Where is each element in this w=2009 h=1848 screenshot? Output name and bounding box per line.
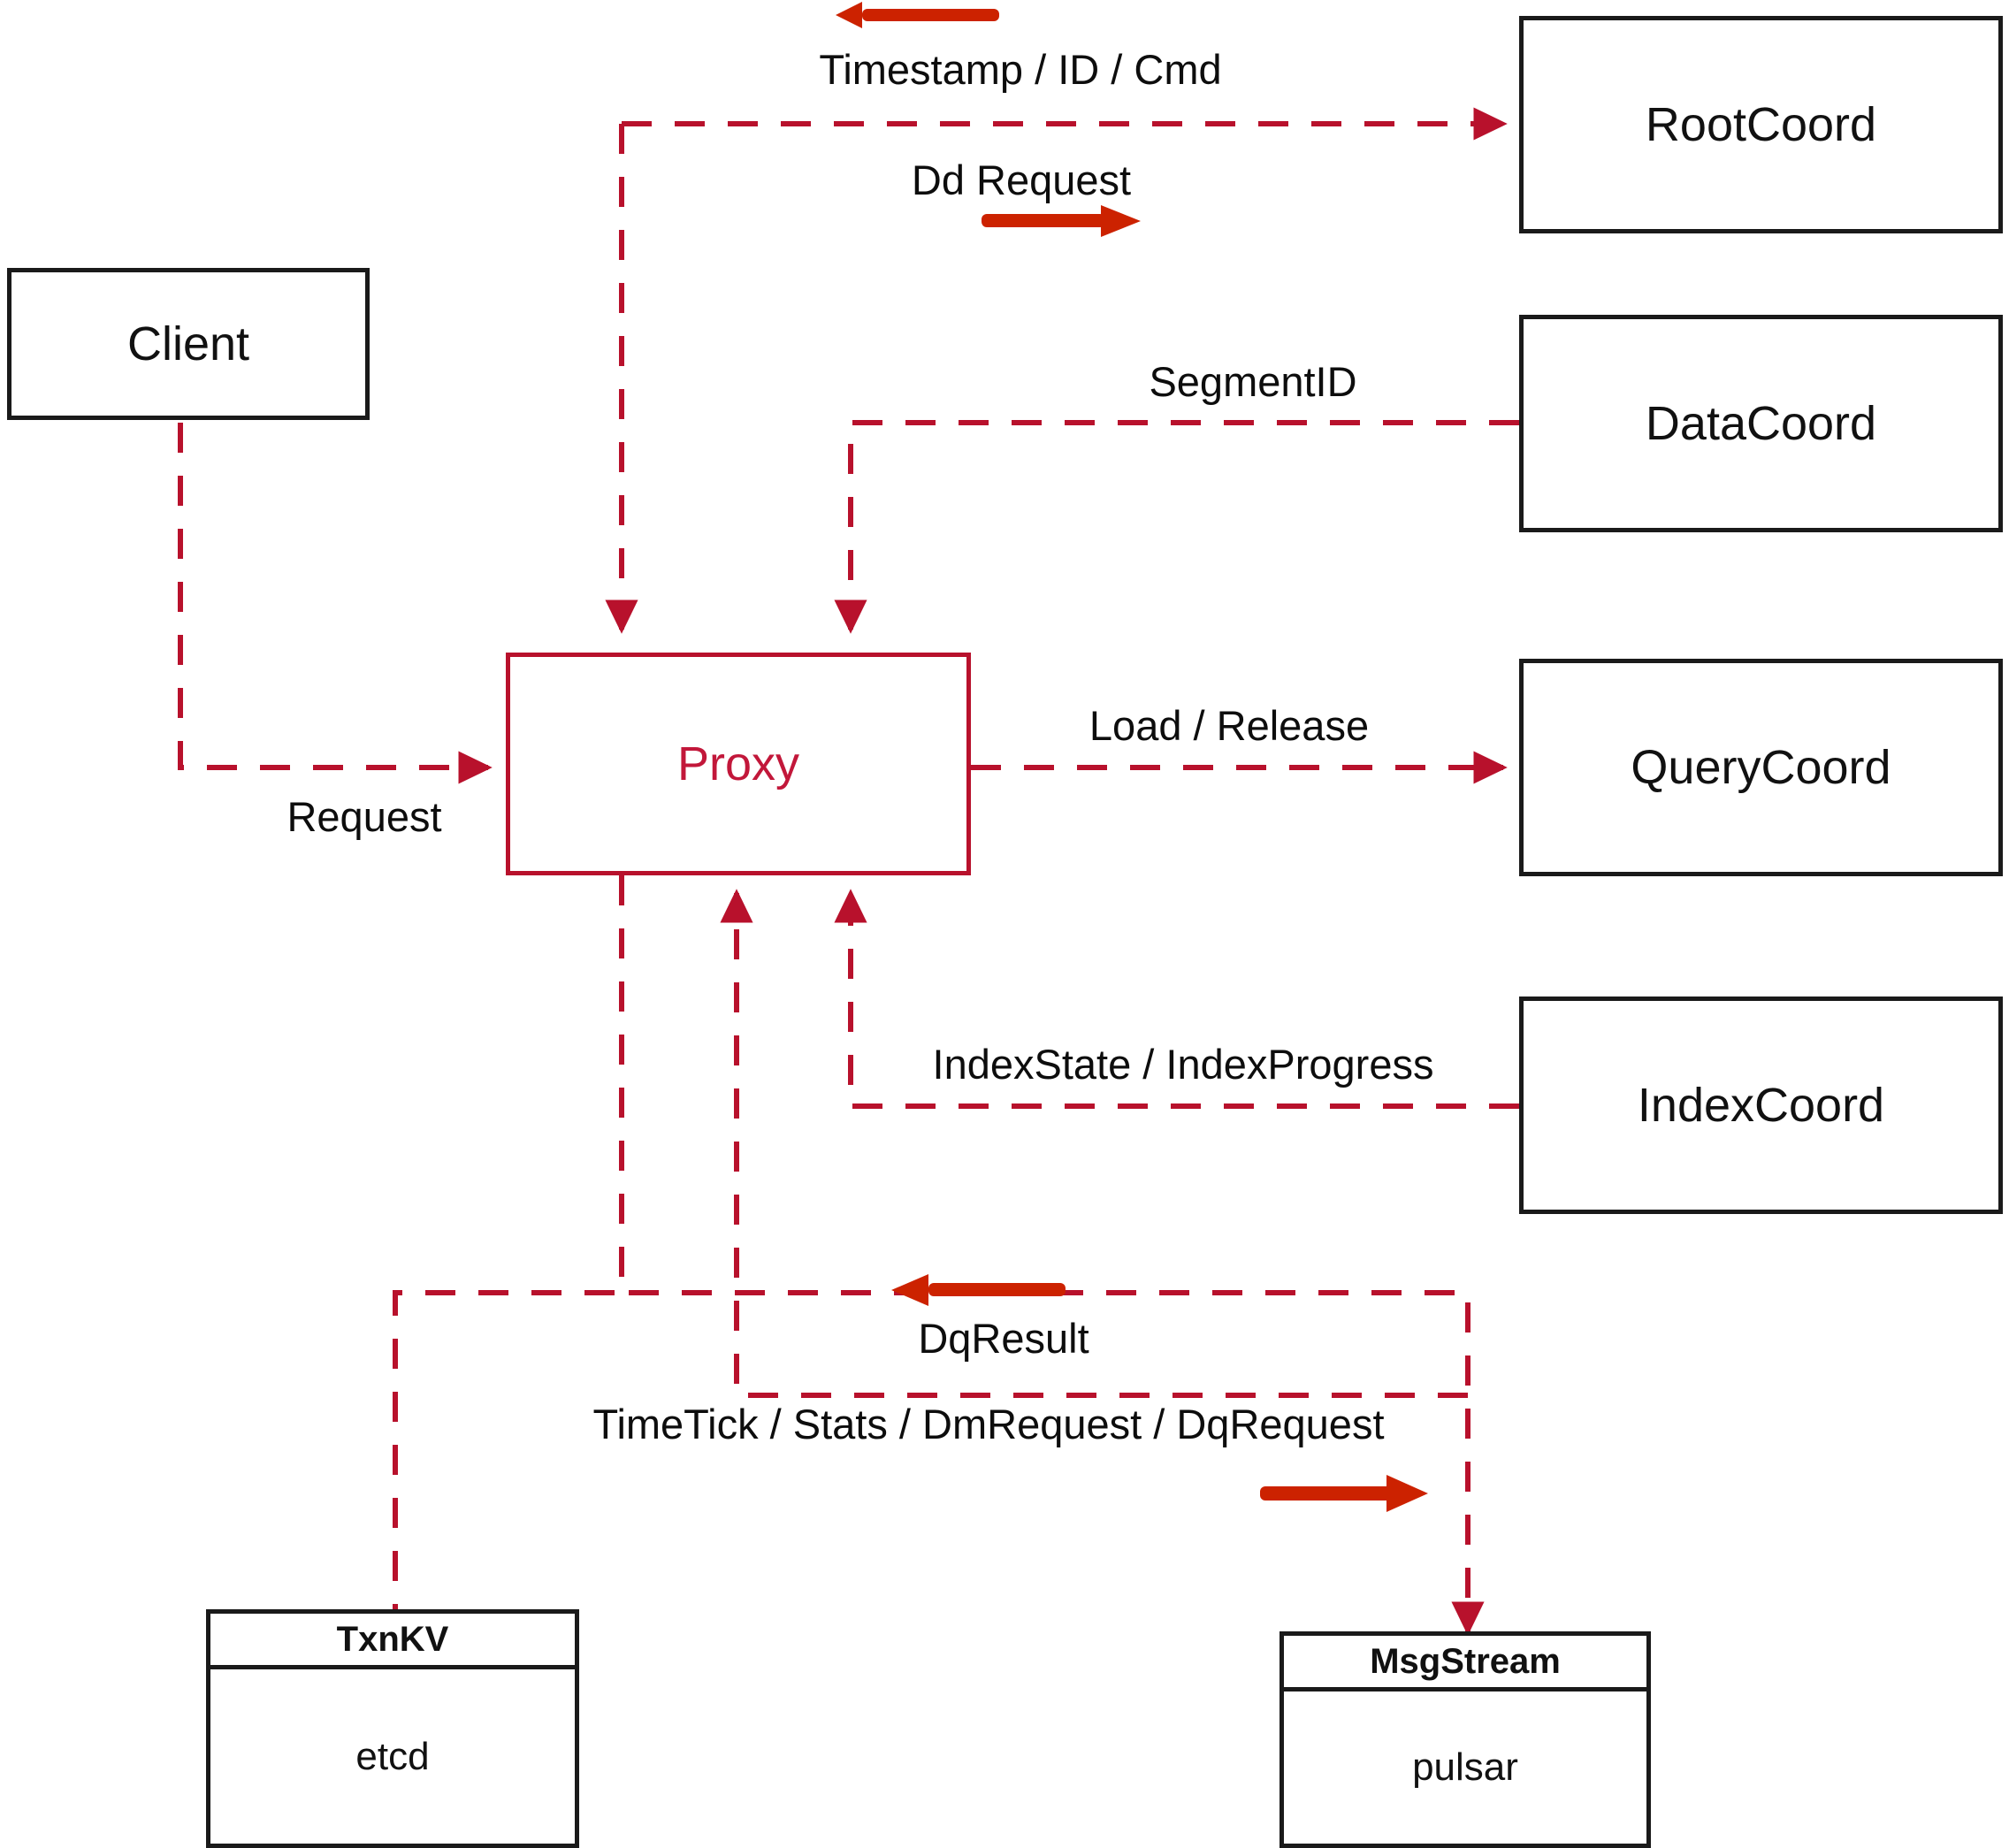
node-txnkv[interactable]: TxnKV etcd (206, 1609, 579, 1848)
node-client-label: Client (126, 317, 250, 370)
edge-client-proxy (178, 423, 493, 784)
node-index-coord-label: IndexCoord (1637, 1079, 1885, 1132)
node-txnkv-header: TxnKV (210, 1614, 575, 1669)
marker-dqresult-icon (891, 1274, 1066, 1306)
node-proxy[interactable]: Proxy (506, 653, 971, 875)
node-client[interactable]: Client (7, 268, 370, 420)
node-index-coord[interactable]: IndexCoord (1519, 997, 2003, 1214)
node-msgstream[interactable]: MsgStream pulsar (1279, 1631, 1651, 1848)
node-root-coord[interactable]: RootCoord (1519, 16, 2003, 233)
edge-proxy-txnkv (393, 875, 624, 1609)
node-msgstream-body: pulsar (1412, 1745, 1518, 1789)
edge-label-request: Request (286, 793, 442, 840)
node-data-coord-label: DataCoord (1645, 397, 1877, 450)
node-root-coord-label: RootCoord (1645, 98, 1877, 151)
edge-msgstream-proxy (720, 889, 1468, 1398)
marker-ddrequest-icon (982, 205, 1141, 237)
node-proxy-label: Proxy (676, 737, 800, 790)
edge-label-load-release: Load / Release (1089, 702, 1370, 749)
edge-label-timestamp: Timestamp / ID / Cmd (819, 46, 1222, 93)
edge-label-index-state: IndexState / IndexProgress (932, 1041, 1434, 1088)
node-query-coord[interactable]: QueryCoord (1519, 659, 2003, 876)
edge-indexcoord-proxy (834, 889, 1519, 1109)
node-data-coord[interactable]: DataCoord (1519, 315, 2003, 532)
edge-label-timetick: TimeTick / Stats / DmRequest / DqRequest (592, 1401, 1385, 1447)
node-txnkv-body: etcd (355, 1734, 430, 1778)
marker-timestamp-icon (836, 2, 999, 28)
edge-proxy-msgstream (619, 875, 1485, 1636)
edge-label-segment-id: SegmentID (1149, 358, 1357, 405)
marker-dqrequest-icon (1260, 1475, 1428, 1512)
edge-label-dd-request: Dd Request (911, 157, 1132, 203)
edge-label-dq-result: DqResult (918, 1315, 1089, 1362)
node-query-coord-label: QueryCoord (1631, 741, 1891, 794)
edge-datacoord-proxy (834, 420, 1519, 634)
node-msgstream-header: MsgStream (1284, 1636, 1646, 1691)
